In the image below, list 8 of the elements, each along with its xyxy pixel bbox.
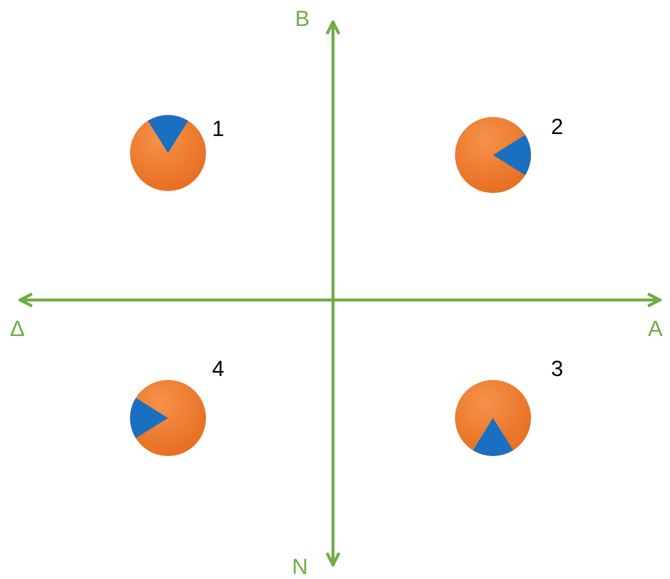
axis-label: Β xyxy=(295,8,310,30)
number-label: 2 xyxy=(551,116,564,138)
number-label: 4 xyxy=(212,358,224,380)
number-label: 3 xyxy=(551,358,564,380)
number-label: 1 xyxy=(212,118,224,140)
axis-label: Ν xyxy=(292,556,308,578)
axis-label: Δ xyxy=(10,318,25,340)
axis-label: Α xyxy=(648,318,663,340)
